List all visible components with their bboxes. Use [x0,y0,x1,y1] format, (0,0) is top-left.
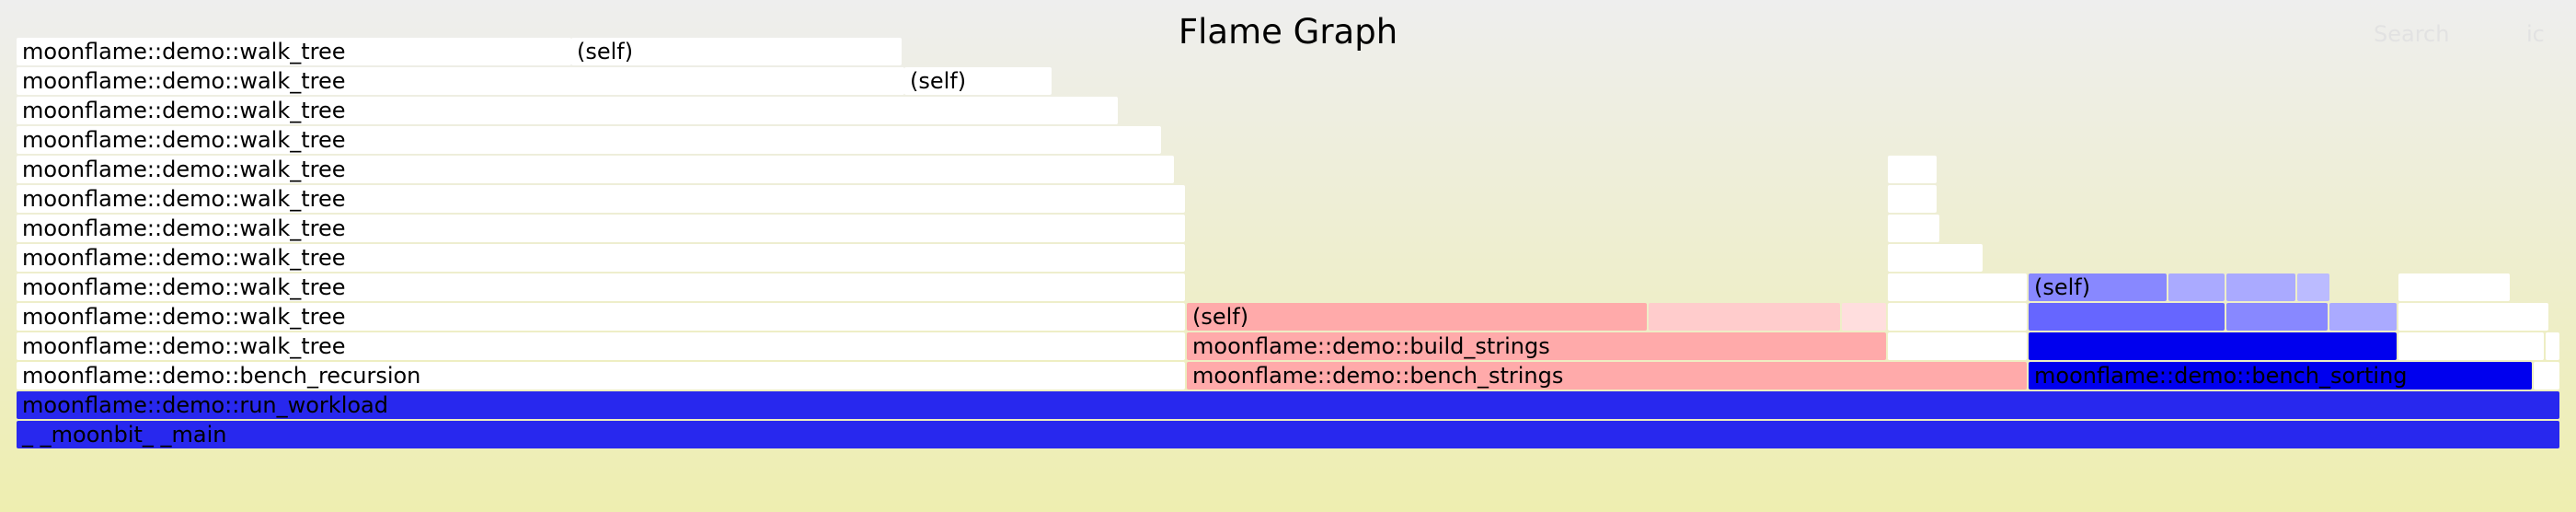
frame-row5-blue-b[interactable] [2226,273,2295,301]
frame-walk-tree-r8[interactable]: moonflame::demo::walk_tree [17,185,1185,213]
frame-self-strings[interactable]: (self) [1187,303,1647,331]
frame-moonbit-main[interactable]: _ _moonbit_ _main [17,421,2559,448]
page-title: Flame Graph [1178,12,1398,52]
frame-walk-tree-r4[interactable]: moonflame::demo::walk_tree [17,303,1185,331]
frame-row5-blue-c[interactable] [2297,273,2329,301]
frame-walk-tree-r5[interactable]: moonflame::demo::walk_tree [17,273,1185,301]
frame-row4-white[interactable] [1888,303,2027,331]
frame-row4-blue-b[interactable] [2226,303,2328,331]
frame-self-walk-r12[interactable]: (self) [904,67,1052,95]
frame-row3-tail[interactable] [2546,332,2559,360]
frame-bench-strings[interactable]: moonflame::demo::bench_strings [1187,362,2027,390]
frame-walk-tree-r12[interactable]: moonflame::demo::walk_tree [17,67,904,95]
frame-row3-blue[interactable] [2029,332,2397,360]
search-button[interactable]: Search [2374,21,2450,47]
frame-walk-tree-r11[interactable]: moonflame::demo::walk_tree [17,97,1118,124]
frame-row5-white-b[interactable] [2398,273,2510,301]
frame-row4-blue-a[interactable] [2029,303,2225,331]
frame-row7-white[interactable] [1888,215,1939,242]
frame-row3-white[interactable] [1888,332,2027,360]
frame-row4-blue-c[interactable] [2329,303,2397,331]
frame-row4-white-b[interactable] [2398,303,2548,331]
frame-walk-tree-r7[interactable]: moonflame::demo::walk_tree [17,215,1185,242]
frame-self-sorting[interactable]: (self) [2029,273,2167,301]
frame-walk-tree-r9[interactable]: moonflame::demo::walk_tree [17,156,1174,183]
frame-row5-blue-a[interactable] [2168,273,2225,301]
frame-walk-tree-r13[interactable]: moonflame::demo::walk_tree [17,38,571,65]
frame-self-walk-r13[interactable]: (self) [571,38,902,65]
frame-walk-tree-r6[interactable]: moonflame::demo::walk_tree [17,244,1185,272]
frame-row6-white[interactable] [1888,244,1983,272]
frame-row4-pink-a[interactable] [1649,303,1840,331]
frame-walk-tree-r3[interactable]: moonflame::demo::walk_tree [17,332,1185,360]
frame-walk-tree-r10[interactable]: moonflame::demo::walk_tree [17,126,1161,154]
frame-row5-white[interactable] [1888,273,2027,301]
frame-row3-white-b[interactable] [2398,332,2544,360]
frame-row2-tail[interactable] [2534,362,2559,390]
frame-bench-sorting[interactable]: moonflame::demo::bench_sorting [2029,362,2532,390]
frame-row8-white[interactable] [1888,185,1937,213]
frame-build-strings[interactable]: moonflame::demo::build_strings [1187,332,1886,360]
frame-run-workload[interactable]: moonflame::demo::run_workload [17,391,2559,419]
frame-row4-pink-b[interactable] [1842,303,1886,331]
frame-row9-white[interactable] [1888,156,1937,183]
ignore-case-toggle[interactable]: ic [2526,21,2545,47]
frame-bench-recursion[interactable]: moonflame::demo::bench_recursion [17,362,1185,390]
